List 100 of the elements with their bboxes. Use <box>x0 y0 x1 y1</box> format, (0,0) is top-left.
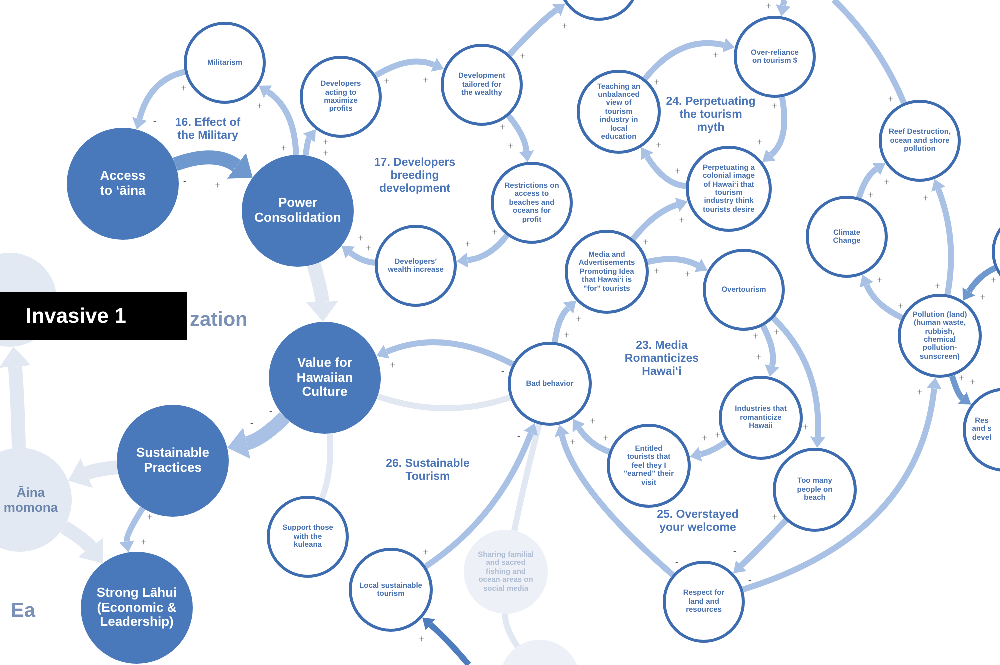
polarity-sign: + <box>323 150 329 158</box>
polarity-sign: + <box>803 424 809 432</box>
polarity-sign: + <box>774 328 780 338</box>
arrow <box>342 246 376 266</box>
arrow <box>506 114 534 162</box>
loop-title: 24. Perpetuating the tourism myth <box>666 96 756 136</box>
loop-title: 25. Overstayed your welcome <box>656 509 740 536</box>
arrow <box>422 618 472 665</box>
faded-label: Ea <box>11 601 36 621</box>
node-label: Access to ‘āina <box>99 169 147 199</box>
node-label: Power Consolidation <box>254 196 342 226</box>
arrow <box>771 316 826 448</box>
polarity-sign: + <box>935 282 941 292</box>
node-label: Strong Lāhui (Economic & Leadership) <box>96 586 178 630</box>
arrow <box>630 198 688 242</box>
polarity-sign: + <box>766 2 772 12</box>
polarity-sign: + <box>257 102 263 112</box>
arrow <box>641 148 686 190</box>
node-label: Value for Hawaiian Culture <box>296 356 354 400</box>
polarity-sign: - <box>675 558 679 568</box>
outlined-node-circle <box>565 230 649 314</box>
polarity-sign: - <box>501 368 505 376</box>
polarity-sign: + <box>215 182 221 190</box>
polarity-sign: - <box>269 408 273 416</box>
polarity-sign: + <box>147 514 153 522</box>
arrow <box>856 162 886 199</box>
arrow <box>508 4 566 57</box>
polarity-sign: + <box>570 438 576 448</box>
polarity-sign: + <box>656 142 662 150</box>
arrow <box>949 375 971 406</box>
section-label: Invasive 1 <box>26 306 126 326</box>
polarity-sign: + <box>970 378 976 388</box>
polarity-sign: + <box>500 124 506 132</box>
outlined-node-circle <box>703 249 785 331</box>
polarity-sign: + <box>923 194 929 204</box>
arrow <box>690 439 728 462</box>
polarity-sign: + <box>423 76 429 86</box>
polarity-sign: + <box>991 276 997 286</box>
faded-connector-line <box>502 614 520 648</box>
polarity-sign: + <box>508 142 514 152</box>
polarity-sign: + <box>643 238 649 248</box>
polarity-sign: + <box>141 538 147 548</box>
loop-title: 17. Developers breeding development <box>373 157 457 197</box>
arrow <box>776 0 791 17</box>
polarity-sign: + <box>753 332 759 342</box>
section-banner <box>0 292 187 340</box>
polarity-sign: + <box>419 636 425 644</box>
polarity-sign: + <box>884 178 890 188</box>
polarity-sign: - <box>517 432 521 442</box>
polarity-sign: + <box>772 514 778 522</box>
polarity-sign: + <box>877 276 883 286</box>
polarity-sign: + <box>757 138 763 148</box>
arrow <box>760 324 780 378</box>
thick-arrow <box>228 412 290 459</box>
faded-connector-line <box>376 394 512 412</box>
outlined-node-circle <box>773 448 857 532</box>
polarity-sign: + <box>323 138 329 148</box>
loop-title: 26. Sustainable Tourism <box>385 458 471 484</box>
arrow <box>555 425 675 578</box>
polarity-sign: - <box>153 118 157 126</box>
faded-label: zation <box>190 310 248 330</box>
polarity-sign: + <box>917 388 923 398</box>
loop-title: 23. Media Romanticizes Hawai‘i <box>624 340 700 380</box>
arrow <box>376 340 514 368</box>
arrow <box>374 58 444 78</box>
polarity-sign: + <box>181 84 187 94</box>
loop-title: 16. Effect of the Military <box>174 117 242 144</box>
node-label: Āina momona <box>2 486 60 516</box>
faded-connector-line <box>512 424 542 532</box>
faded-thick-arrow <box>306 262 338 322</box>
polarity-sign: + <box>772 102 778 112</box>
arrow <box>647 256 708 272</box>
polarity-sign: + <box>562 22 568 32</box>
arrow <box>456 234 510 268</box>
node-label: Sustainable Practices <box>136 446 210 476</box>
arrow <box>552 300 576 343</box>
polarity-sign: + <box>980 294 986 302</box>
polarity-sign: + <box>520 52 526 62</box>
faded-thick-arrow <box>60 521 104 564</box>
polarity-sign: - <box>183 178 187 186</box>
polarity-sign: + <box>713 52 719 60</box>
arrow <box>860 275 904 321</box>
polarity-sign: + <box>358 234 364 244</box>
outlined-node-circle <box>663 561 745 643</box>
arrow <box>132 69 186 130</box>
polarity-sign: + <box>366 244 372 254</box>
polarity-sign: + <box>888 96 894 104</box>
polarity-sign: + <box>654 78 660 88</box>
faded-thick-arrow <box>0 346 32 448</box>
polarity-sign: + <box>715 432 721 440</box>
polarity-sign: + <box>465 240 471 250</box>
polarity-sign: + <box>590 418 596 426</box>
polarity-sign: + <box>679 216 685 226</box>
polarity-sign: + <box>675 168 681 176</box>
polarity-sign: - <box>733 548 737 556</box>
polarity-sign: + <box>654 268 660 276</box>
polarity-sign: + <box>390 362 396 370</box>
faded-thick-arrow <box>68 458 118 488</box>
polarity-sign: + <box>384 78 390 86</box>
arrow <box>962 266 997 301</box>
